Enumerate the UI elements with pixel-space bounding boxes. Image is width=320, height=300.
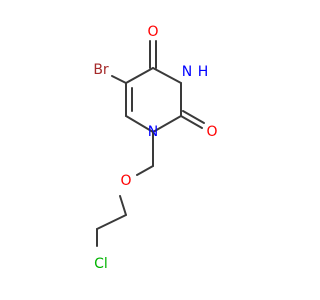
ring-nitrogen-label: N [148,124,158,140]
bond-c5-br [111,75,127,84]
bond-n1-c6 [125,115,154,133]
bond-c2-o-right-double [182,110,205,124]
imide-hydrogen-label: H [198,64,209,80]
structure-canvas: Br O N H O N O Cl [93,24,217,272]
imide-nitrogen-label: N [182,64,192,80]
bond-c5-c4 [125,67,154,84]
chlorine-label: Cl [94,256,108,272]
carbonyl-oxygen-top-label: O [147,24,158,40]
bond-c2-o-right [180,115,203,129]
bond-o-ch2 [119,195,127,216]
carbonyl-oxygen-right-label: O [206,124,217,140]
bond-c4-n3 [152,67,182,84]
bond-ch2-ch2 [96,214,127,230]
bond-ch2-o [136,165,154,176]
bond-c2-n1 [152,115,182,133]
ether-oxygen-label: O [120,173,131,189]
bromine-label: Br [93,62,109,78]
molecule-structure: Br O N H O N O Cl [93,24,217,272]
